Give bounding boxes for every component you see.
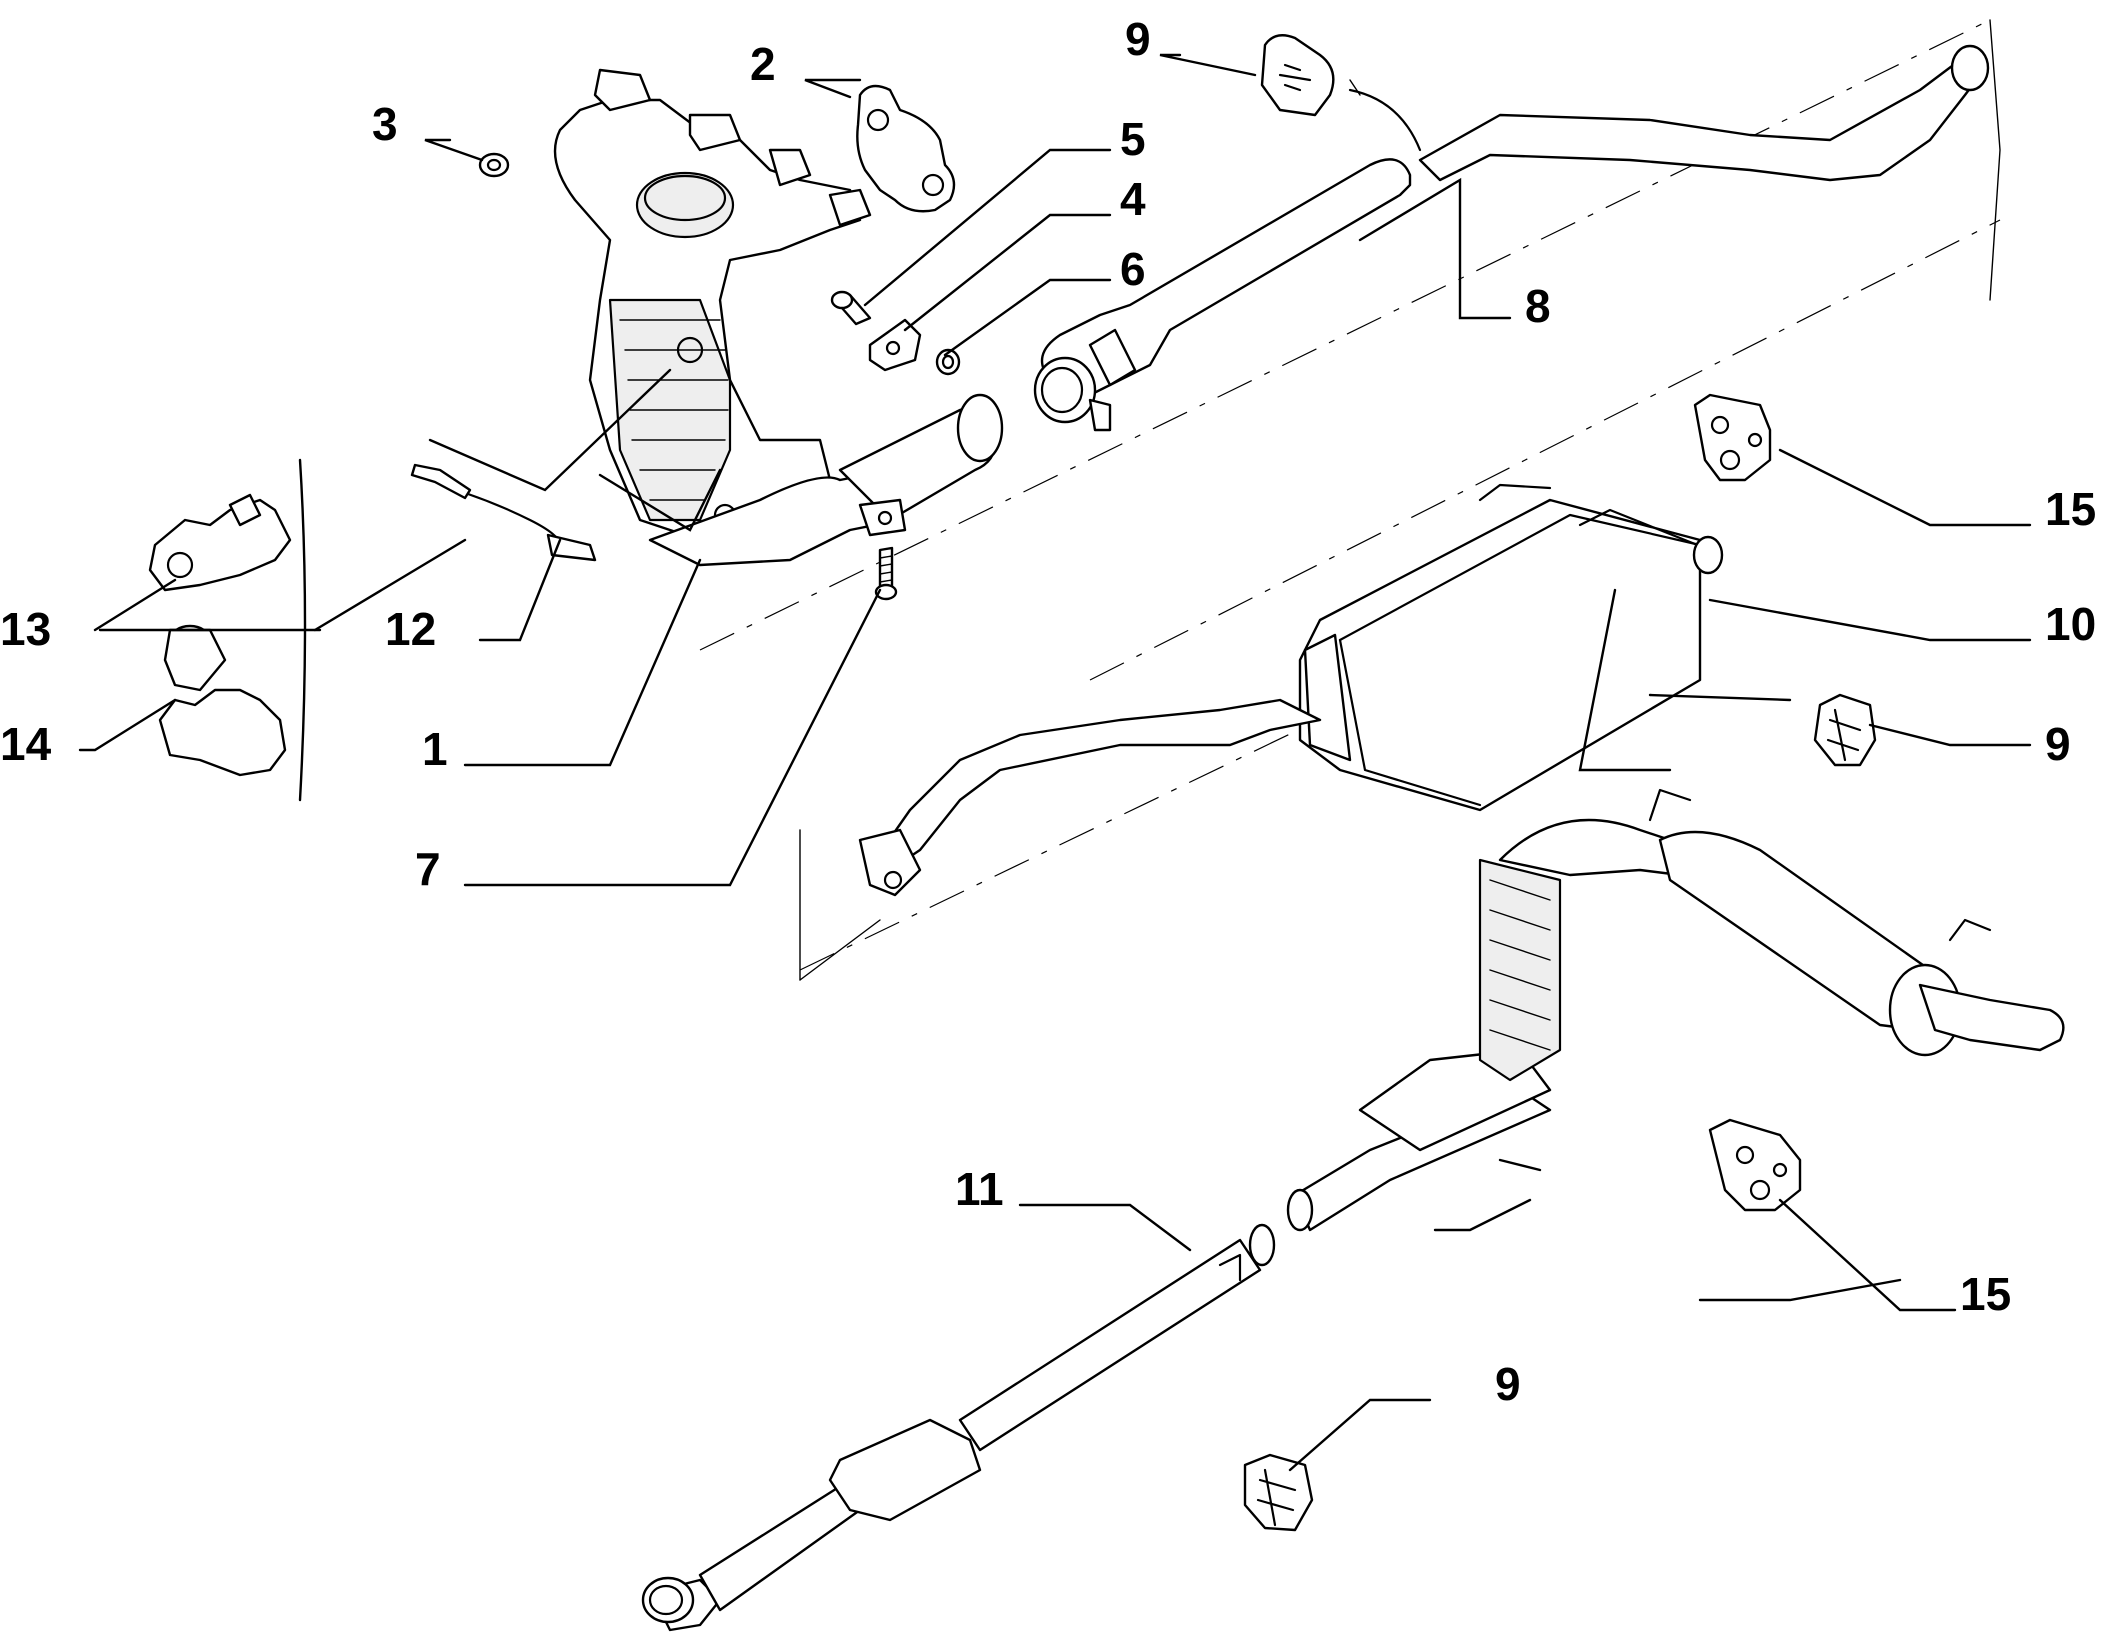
callout-10: 10 [2045,598,2096,650]
callout-9-bottom: 9 [1495,1358,1521,1410]
sensor-bracket-upper [148,493,292,592]
callout-15-upper: 15 [2045,483,2096,535]
callout-4: 4 [1120,173,1146,225]
nut-small [935,348,961,376]
callout-labels: 1 2 3 4 5 6 7 8 9 9 9 10 11 12 13 14 15 … [0,13,2096,1410]
callout-9-middle: 9 [2045,718,2071,770]
oxygen-sensor [410,463,597,562]
rubber-mount-middle [1813,693,1877,767]
callout-14: 14 [0,718,52,770]
rear-pipe-assembly [641,788,2065,1632]
callout-15-lower: 15 [1960,1268,2011,1320]
callout-12: 12 [385,603,436,655]
manifold-gasket [856,84,956,213]
bracket [868,318,922,372]
nut [478,152,510,178]
callout-13: 13 [0,603,51,655]
leader-lines [78,53,2032,1472]
rubber-mount-bottom [1218,1253,1314,1532]
front-pipe [1033,44,1990,432]
center-silencer [858,483,1724,897]
callout-9-top: 9 [1125,13,1151,65]
background-frame [699,19,2001,981]
rubber-mount-right-lower [1708,1118,1802,1212]
bolt-small [830,290,872,326]
callout-11: 11 [955,1163,1004,1215]
exhaust-manifold-catalytic-converter [553,68,1004,567]
callout-3: 3 [372,98,398,150]
callout-7: 7 [415,843,441,895]
callout-8: 8 [1525,280,1551,332]
callout-5: 5 [1120,113,1146,165]
callout-2: 2 [750,38,776,90]
rubber-mount-top [1260,34,1335,117]
callout-6: 6 [1120,243,1146,295]
bolt-long [874,546,898,601]
rubber-mount-right-upper [1693,393,1772,482]
callout-1: 1 [422,723,448,775]
sensor-bracket-lower [158,624,287,777]
